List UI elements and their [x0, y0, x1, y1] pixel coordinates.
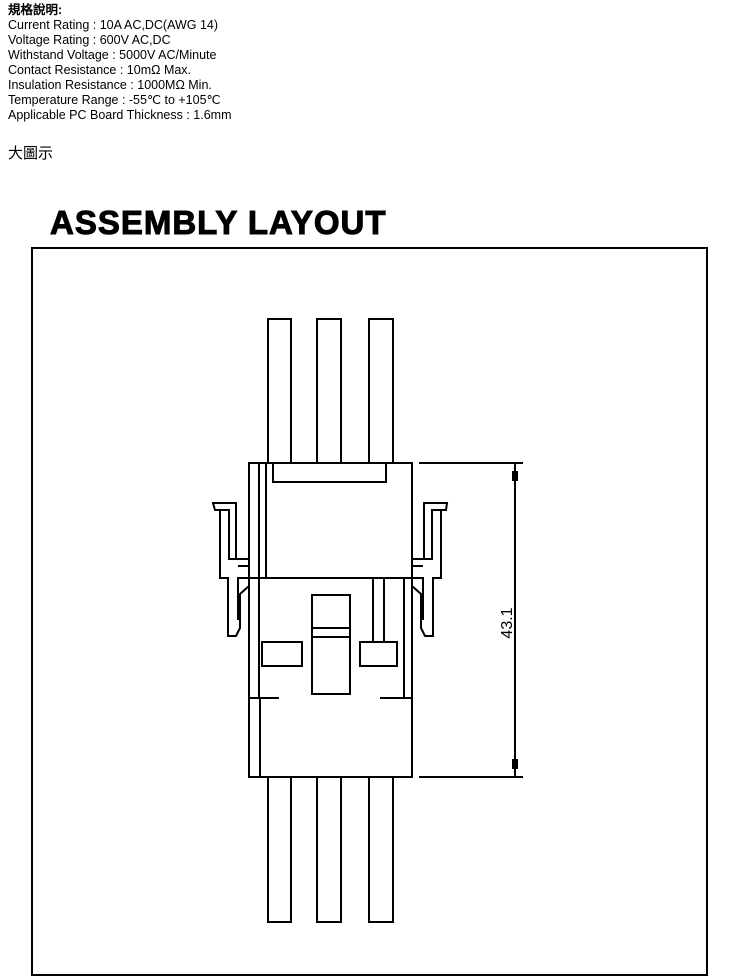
spec-temperature-range: Temperature Range : -55℃ to +105℃: [8, 93, 221, 107]
connector-housing: [248, 462, 413, 778]
specifications: 規格說明: Current Rating : 10A AC,DC(AWG 14)…: [8, 3, 231, 123]
spec-withstand-voltage: Withstand Voltage : 5000V AC/Minute: [8, 48, 217, 62]
spec-contact-resistance: Contact Resistance : 10mΩ Max.: [8, 63, 192, 77]
specs-heading: 規格說明:: [8, 3, 63, 17]
drawing-frame: [31, 247, 708, 976]
spec-insulation-resistance: Insulation Resistance : 1000MΩ Min.: [8, 78, 212, 92]
large-image-label: 大圖示: [8, 145, 54, 162]
drawing-title: ASSEMBLY LAYOUT: [50, 204, 387, 241]
spec-pcb-thickness: Applicable PC Board Thickness : 1.6mm: [8, 108, 232, 122]
wires-bottom: [267, 776, 394, 923]
spec-current-rating: Current Rating : 10A AC,DC(AWG 14): [8, 18, 219, 32]
latch-left: [211, 502, 250, 637]
wires-top: [267, 318, 394, 464]
spec-voltage-rating: Voltage Rating : 600V AC,DC: [8, 33, 171, 47]
dimension-label: 43.1: [499, 607, 516, 638]
latch-right: [411, 502, 449, 637]
dimension-line: 43.1: [419, 462, 523, 778]
